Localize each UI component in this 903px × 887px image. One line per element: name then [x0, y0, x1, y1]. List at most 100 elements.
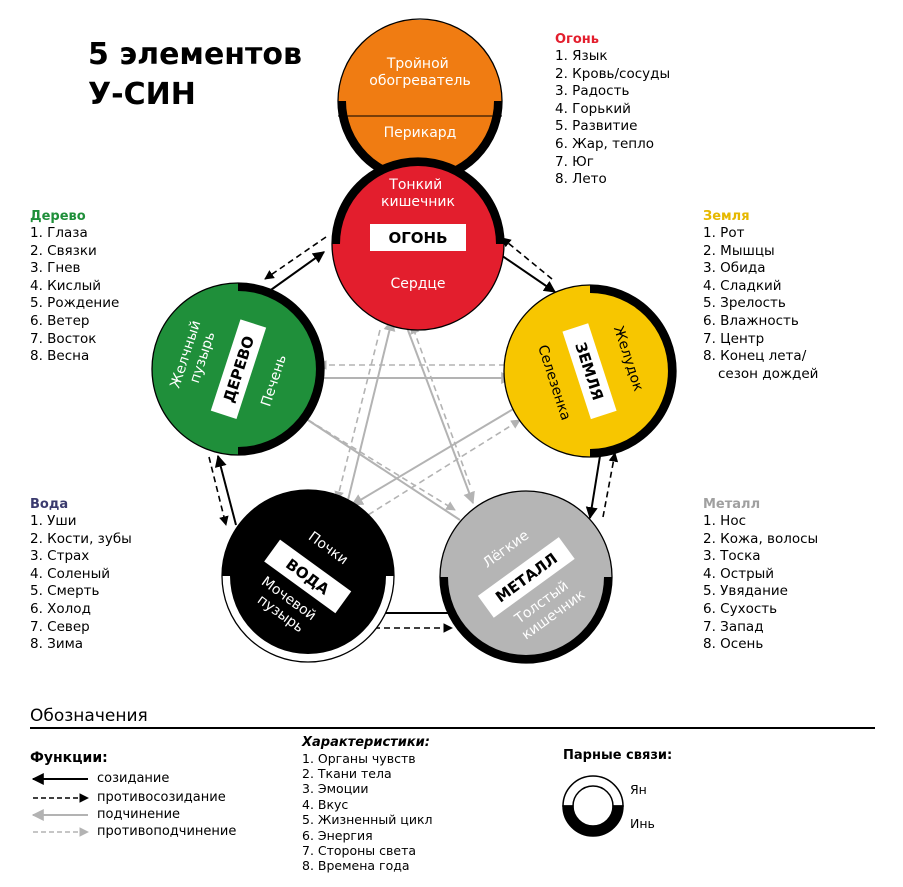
triple-heater-label: Тройной обогреватель	[369, 56, 470, 89]
creation-cycle-arrows	[214, 251, 601, 619]
yin-label: Инь	[630, 816, 655, 831]
title-line-2: У-СИН	[88, 77, 196, 112]
fire-item: 3. Радость	[555, 83, 630, 100]
metal-element: Лёгкие МЕТАЛЛ Толстый кишечник	[439, 490, 613, 664]
characteristic-7: 7. Стороны света	[302, 843, 417, 858]
arrow-fire-to-earth	[497, 252, 556, 293]
water-item: 4. Соленый	[30, 565, 111, 582]
fire-name-badge	[370, 224, 466, 251]
fire-item: 1. Язык	[555, 48, 608, 64]
arrow-wood-to-water	[208, 456, 229, 526]
characteristics-heading: Характеристики:	[302, 735, 430, 750]
earth-element: Желудок ЗЕМЛЯ Селезенка	[503, 284, 677, 458]
wood-item: 2. Связки	[30, 242, 97, 259]
fire-name: ОГОНЬ	[388, 229, 447, 247]
arrow-metal-to-wood	[283, 404, 461, 521]
arrow-earth-to-water	[350, 404, 521, 506]
water-item: 5. Смерть	[30, 583, 100, 600]
metal-item: 5. Увядание	[703, 583, 788, 600]
yin-yang-ring-icon	[562, 775, 624, 837]
metal-item: 3. Тоска	[703, 548, 761, 565]
wood-item: 5. Рождение	[30, 295, 120, 312]
pair-links-heading: Парные связи:	[563, 748, 673, 763]
fire-item: 5. Развитие	[555, 118, 638, 135]
title-line-1: 5 элементов	[88, 37, 302, 72]
water-name-badge	[264, 539, 352, 614]
legend-title: Обозначения	[30, 706, 148, 726]
earth-item: 3. Обида	[703, 260, 766, 277]
arrow-earth-to-fire	[501, 237, 553, 280]
characteristic-5: 5. Жизненный цикл	[302, 812, 433, 827]
earth-item: 5. Зрелость	[703, 295, 786, 312]
heart-label: Сердце	[390, 276, 445, 292]
wood-item: 4. Кислый	[30, 277, 102, 294]
legend-counter-control: противоподчинение	[97, 824, 237, 839]
fire-item: 2. Кровь/сосуды	[555, 65, 671, 82]
water-item: 1. Уши	[30, 513, 77, 529]
characteristic-1: 1. Органы чувств	[302, 751, 416, 766]
metal-item: 4. Острый	[703, 565, 775, 582]
wood-item: 8. Весна	[30, 348, 90, 365]
water-element: Почки ВОДА Мочевой пузырь	[221, 489, 395, 663]
metal-heading: Металл	[703, 497, 761, 512]
counter-creation-cycle-arrows	[208, 236, 619, 633]
metal-item: 8. Осень	[703, 636, 764, 653]
wood-item: 1. Глаза	[30, 225, 88, 241]
triple-heater-circle: Тройной обогреватель Перикард	[337, 18, 503, 184]
fire-element: Тонкий кишечник ОГОНЬ Сердце	[331, 157, 505, 331]
water-item: 2. Кости, зубы	[30, 530, 132, 547]
small-intestine-label: Тонкий кишечник	[381, 177, 455, 210]
fire-item: 4. Горький	[555, 100, 631, 117]
yang-label: Ян	[630, 782, 647, 797]
earth-item: 1. Рот	[703, 225, 745, 241]
earth-item: 4. Сладкий	[703, 277, 782, 294]
legend-counter-creation: противосозидание	[97, 790, 226, 805]
arrow-water-to-wood	[214, 454, 237, 526]
earth-item: 8. Конец лета/	[703, 348, 807, 365]
arrow-metal-to-earth	[602, 452, 619, 518]
arrow-metal-to-fire	[410, 324, 471, 486]
arrow-earth-to-metal	[585, 455, 601, 520]
metal-item: 1. Нос	[703, 513, 747, 529]
legend-function-lines	[31, 773, 89, 837]
fire-heading: Огонь	[555, 32, 599, 47]
earth-name-badge	[562, 323, 617, 420]
metal-item: 2. Кожа, волосы	[703, 530, 819, 547]
wood-item: 7. Восток	[30, 330, 97, 347]
functions-heading: Функции:	[30, 750, 108, 766]
wood-item: 3. Гнев	[30, 260, 81, 277]
characteristic-2: 2. Ткани тела	[302, 766, 392, 781]
metal-item: 7. Запад	[703, 618, 764, 635]
pericardium-label: Перикард	[384, 125, 457, 141]
fire-item: 7. Юг	[555, 153, 594, 170]
arrow-fire-to-water	[334, 329, 381, 501]
fire-item: 6. Жар, тепло	[555, 135, 655, 152]
wood-name-badge	[210, 319, 267, 419]
characteristic-3: 3. Эмоции	[302, 781, 369, 796]
characteristic-8: 8. Времена года	[302, 858, 410, 873]
water-item: 7. Север	[30, 618, 90, 635]
counter-control-cycle-arrows	[299, 324, 521, 521]
arrow-wood-to-metal	[299, 414, 456, 511]
wood-heading: Дерево	[30, 209, 86, 224]
water-item: 3. Страх	[30, 548, 90, 565]
characteristic-6: 6. Энергия	[302, 828, 373, 843]
water-heading: Вода	[30, 497, 69, 512]
wood-item: 6. Ветер	[30, 312, 90, 329]
control-cycle-arrows	[283, 316, 521, 521]
metal-item: 6. Сухость	[703, 600, 778, 617]
arrow-fire-to-wood	[264, 236, 327, 280]
earth-item: 7. Центр	[703, 330, 765, 347]
wood-element: Желчный пузырь ДЕРЕВО Печень	[151, 282, 325, 456]
legend-divider	[30, 727, 875, 729]
earth-heading: Земля	[703, 209, 750, 224]
fire-item: 8. Лето	[555, 171, 607, 188]
arrow-water-to-earth	[359, 419, 521, 521]
arrow-wood-to-fire	[267, 251, 325, 293]
earth-item: 6. Влажность	[703, 312, 799, 329]
